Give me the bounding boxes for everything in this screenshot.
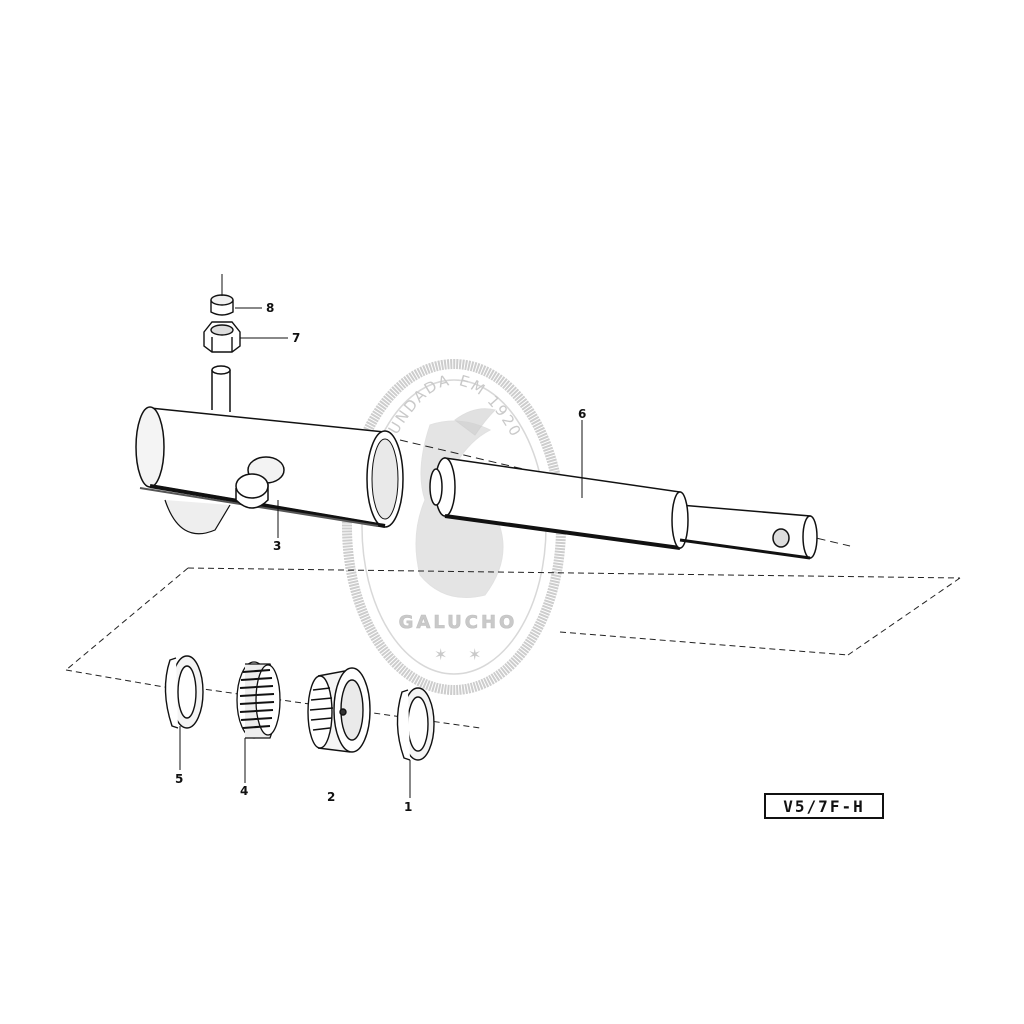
callout-4: 4 bbox=[240, 784, 248, 798]
part-6-piston-rod bbox=[429, 457, 818, 560]
part-7-hex-nut bbox=[203, 321, 241, 353]
callout-7: 7 bbox=[292, 331, 300, 345]
part-3-cylinder-barrel bbox=[135, 365, 404, 535]
part-8-plug bbox=[210, 274, 234, 316]
watermark-brand: GALUCHO bbox=[399, 612, 518, 633]
callout-8: 8 bbox=[266, 301, 274, 315]
drawing-reference-code: V5/7F-H bbox=[764, 793, 884, 819]
part-2-gland-nut bbox=[307, 667, 371, 753]
watermark-star-icon: ✶ bbox=[468, 645, 481, 664]
watermark-star-icon: ✶ bbox=[434, 645, 447, 664]
callout-5: 5 bbox=[175, 772, 183, 786]
callout-labels: 1 2 3 4 5 6 7 8 bbox=[175, 301, 586, 814]
callout-1: 1 bbox=[404, 800, 412, 814]
part-4-packing bbox=[236, 661, 281, 739]
callout-3: 3 bbox=[273, 539, 281, 553]
part-1-wiper-ring bbox=[396, 687, 435, 761]
leader-lines bbox=[179, 307, 583, 798]
callout-6: 6 bbox=[578, 407, 586, 421]
part-5-seal-ring bbox=[164, 655, 204, 729]
callout-2: 2 bbox=[327, 790, 335, 804]
